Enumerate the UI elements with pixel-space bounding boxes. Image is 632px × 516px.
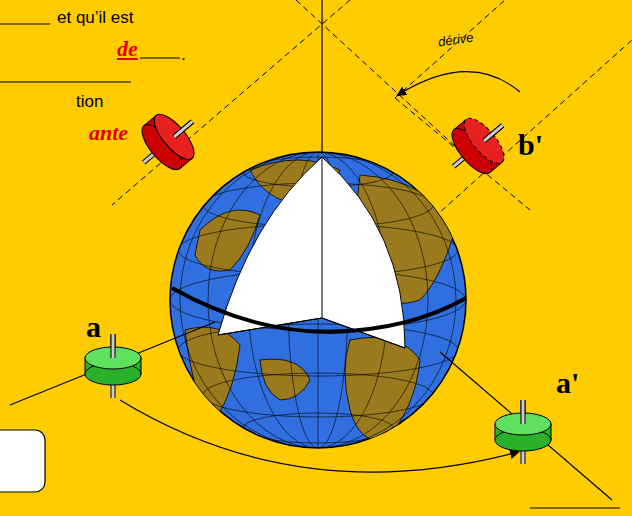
sentence-fragment: et qu’il est — [57, 8, 134, 28]
drift-arrow — [398, 72, 520, 95]
box-edge — [0, 430, 45, 492]
green-gyroscope — [495, 400, 551, 464]
answer-word: ante — [89, 120, 128, 146]
blank-lines — [0, 24, 180, 82]
gyroscope-label: a' — [556, 366, 579, 400]
sentence-fragment: tion — [76, 92, 103, 112]
green-gyroscope — [85, 334, 141, 398]
red-gyroscope — [435, 104, 520, 188]
gyroscope-label: a — [86, 310, 101, 344]
answer-word: de — [117, 36, 138, 62]
red-gyroscope — [125, 100, 210, 184]
sentence-period: . — [181, 45, 186, 65]
gyroscope-label: b' — [518, 128, 543, 162]
drift-label: dérive — [437, 30, 474, 50]
globe — [170, 152, 466, 448]
